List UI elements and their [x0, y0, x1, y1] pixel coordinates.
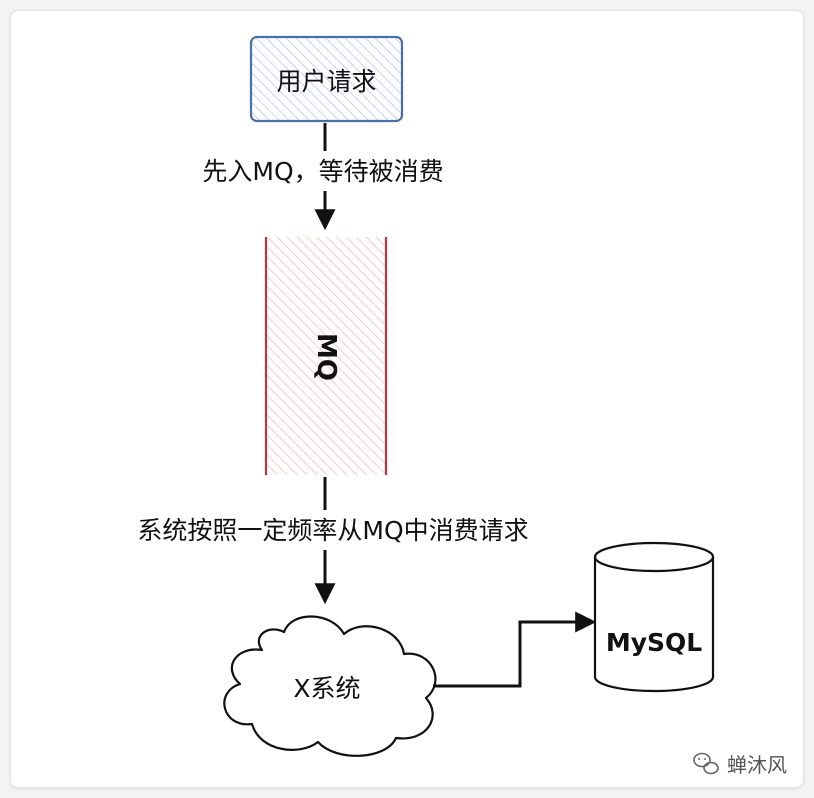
edge-label-bg	[172, 151, 474, 191]
watermark-text: 蝉沐风	[727, 753, 787, 777]
user-request-node: 用户请求	[249, 35, 404, 123]
mq-node: MQ	[264, 237, 388, 475]
edge-label-bg-2	[95, 510, 571, 550]
mysql-node: MySQL	[593, 541, 715, 693]
arrow-x-to-mysql	[433, 611, 597, 688]
edge-label-request-to-mq: 先入MQ，等待被消费	[202, 157, 443, 186]
mq-label: MQ	[311, 333, 341, 381]
x-system-node: X系统	[223, 615, 437, 757]
user-request-label: 用户请求	[276, 67, 376, 96]
x-system-label: X系统	[293, 674, 360, 703]
edge-label-mq-to-x: 系统按照一定频率从MQ中消费请求	[137, 516, 528, 545]
mysql-label: MySQL	[606, 628, 702, 657]
watermark: 蝉沐风	[693, 752, 787, 777]
wechat-icon	[693, 752, 719, 775]
